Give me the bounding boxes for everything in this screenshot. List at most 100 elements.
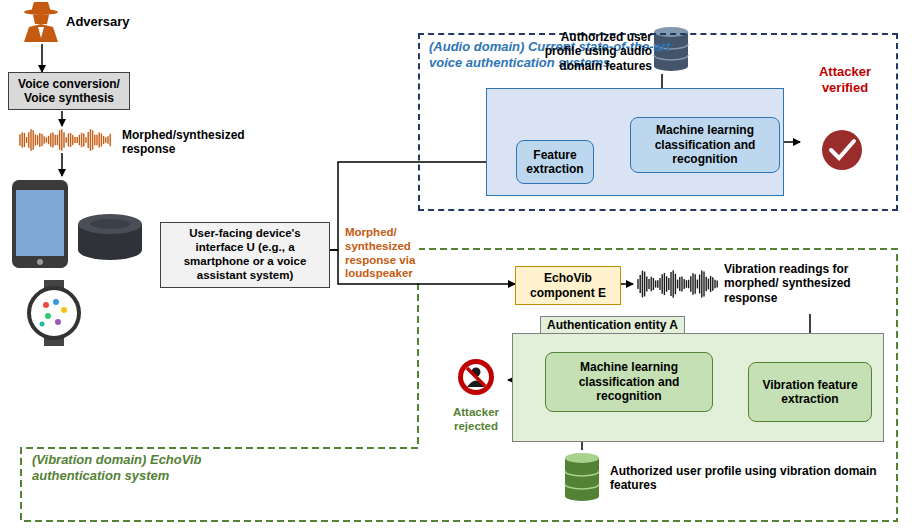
wave-stroke [52, 132, 53, 147]
wave-stroke [92, 130, 93, 149]
face [33, 15, 49, 24]
wave-stroke [681, 277, 682, 292]
reject-slash [467, 368, 485, 386]
node-text: Vibration feature extraction [754, 378, 866, 407]
wave-stroke [41, 134, 42, 146]
wave-stroke [688, 280, 689, 289]
wave-stroke [85, 137, 86, 143]
wave-stroke [24, 133, 25, 147]
database-node: Authorized user profile using vibration … [560, 450, 882, 508]
wave-stroke [61, 129, 62, 151]
node-text: Authorized user profile using audio doma… [534, 30, 652, 73]
wave-stroke [107, 136, 108, 144]
wave-stroke [717, 280, 718, 287]
wave-stroke [26, 137, 27, 143]
wave-stroke [105, 137, 106, 143]
wave-stroke [699, 275, 700, 294]
wave-stroke [76, 137, 77, 143]
wave-stroke [72, 135, 73, 145]
wave-stroke [30, 129, 31, 151]
wave-stroke [46, 137, 47, 143]
wave-stroke [706, 277, 707, 291]
wave-stroke [50, 133, 51, 146]
process-box: Vibration feature extraction [748, 362, 872, 422]
verified-check-icon [822, 130, 862, 170]
rejected-icon [458, 359, 494, 395]
adversary-node: Adversary [14, 2, 144, 44]
node-text: User-facing device's interface U (e.g., … [166, 227, 324, 282]
wave-stroke [662, 274, 663, 294]
wave-stroke [33, 130, 34, 150]
wave-stroke [70, 133, 71, 147]
smart-speaker-icon [78, 214, 142, 260]
wave-stroke [637, 279, 638, 289]
wave-stroke [710, 276, 711, 292]
annotation-label: Vibration readings for morphed/ synthesi… [724, 262, 896, 305]
node-text: EchoVib component E [521, 271, 615, 300]
component-box: EchoVib component E [515, 266, 621, 305]
phone-body [12, 180, 68, 268]
hat [31, 2, 51, 12]
wave-stroke [692, 273, 693, 294]
process-box: Machine learning classification and reco… [630, 117, 780, 173]
check-mark [831, 141, 854, 158]
app-dot [45, 313, 51, 319]
wave-stroke [673, 270, 674, 297]
wave-stroke [640, 275, 641, 293]
wave-stroke [712, 277, 713, 291]
wave-stroke [677, 280, 678, 289]
wave-stroke [28, 132, 29, 147]
database-top [654, 27, 688, 37]
wave-stroke [74, 137, 75, 143]
wave-stroke [651, 277, 652, 292]
wave-stroke [679, 277, 680, 291]
waveform [20, 129, 110, 151]
node-text: Machine learning classification and reco… [636, 123, 774, 166]
wave-stroke [659, 278, 660, 290]
process-box: Machine learning classification and reco… [545, 352, 713, 412]
wave-stroke [714, 280, 715, 288]
coat [24, 24, 58, 42]
wave-stroke [37, 135, 38, 144]
wave-stroke [657, 280, 658, 288]
wave-stroke [644, 272, 645, 297]
app-dot [40, 322, 45, 327]
reject-circle [458, 359, 494, 395]
collar [38, 27, 44, 38]
wave-stroke [670, 272, 671, 296]
wave-stroke [703, 272, 704, 297]
flow-arrow [61, 111, 63, 126]
process-box: Voice conversion/ Voice synthesis [8, 72, 130, 110]
wave-stroke [87, 132, 88, 148]
wave-stroke [96, 135, 97, 145]
region-outline [21, 249, 897, 521]
wave-stroke [695, 274, 696, 293]
speaker-ring [90, 219, 130, 229]
flow-arrow [621, 283, 633, 285]
adversary-icon [24, 2, 58, 42]
wave-stroke [686, 280, 687, 288]
wave-stroke [666, 276, 667, 292]
audio-region: (Audio domain) Current state-of-the-art … [418, 33, 898, 211]
watch-face [29, 288, 79, 338]
app-dot [53, 299, 59, 305]
edge-label: Morphed/ synthesized response via loudsp… [345, 226, 419, 281]
node-text: Adversary [66, 14, 130, 30]
wave-stroke [35, 134, 36, 145]
wave-stroke [708, 279, 709, 290]
database-node: Authorized user profile using audio doma… [534, 30, 694, 74]
wave-stroke [684, 279, 685, 289]
wave-stroke [48, 136, 49, 144]
wave-stroke [697, 280, 698, 289]
wave-stroke [701, 270, 702, 297]
phone-button [37, 259, 43, 265]
wave-stroke [690, 276, 691, 292]
node-text: Authentication entity A [540, 316, 685, 334]
wave-stroke [90, 129, 91, 151]
wave-stroke [655, 280, 656, 287]
database-icon [565, 453, 599, 501]
wave-stroke [83, 133, 84, 146]
reject-inner [463, 364, 489, 390]
wave-stroke [642, 271, 643, 298]
